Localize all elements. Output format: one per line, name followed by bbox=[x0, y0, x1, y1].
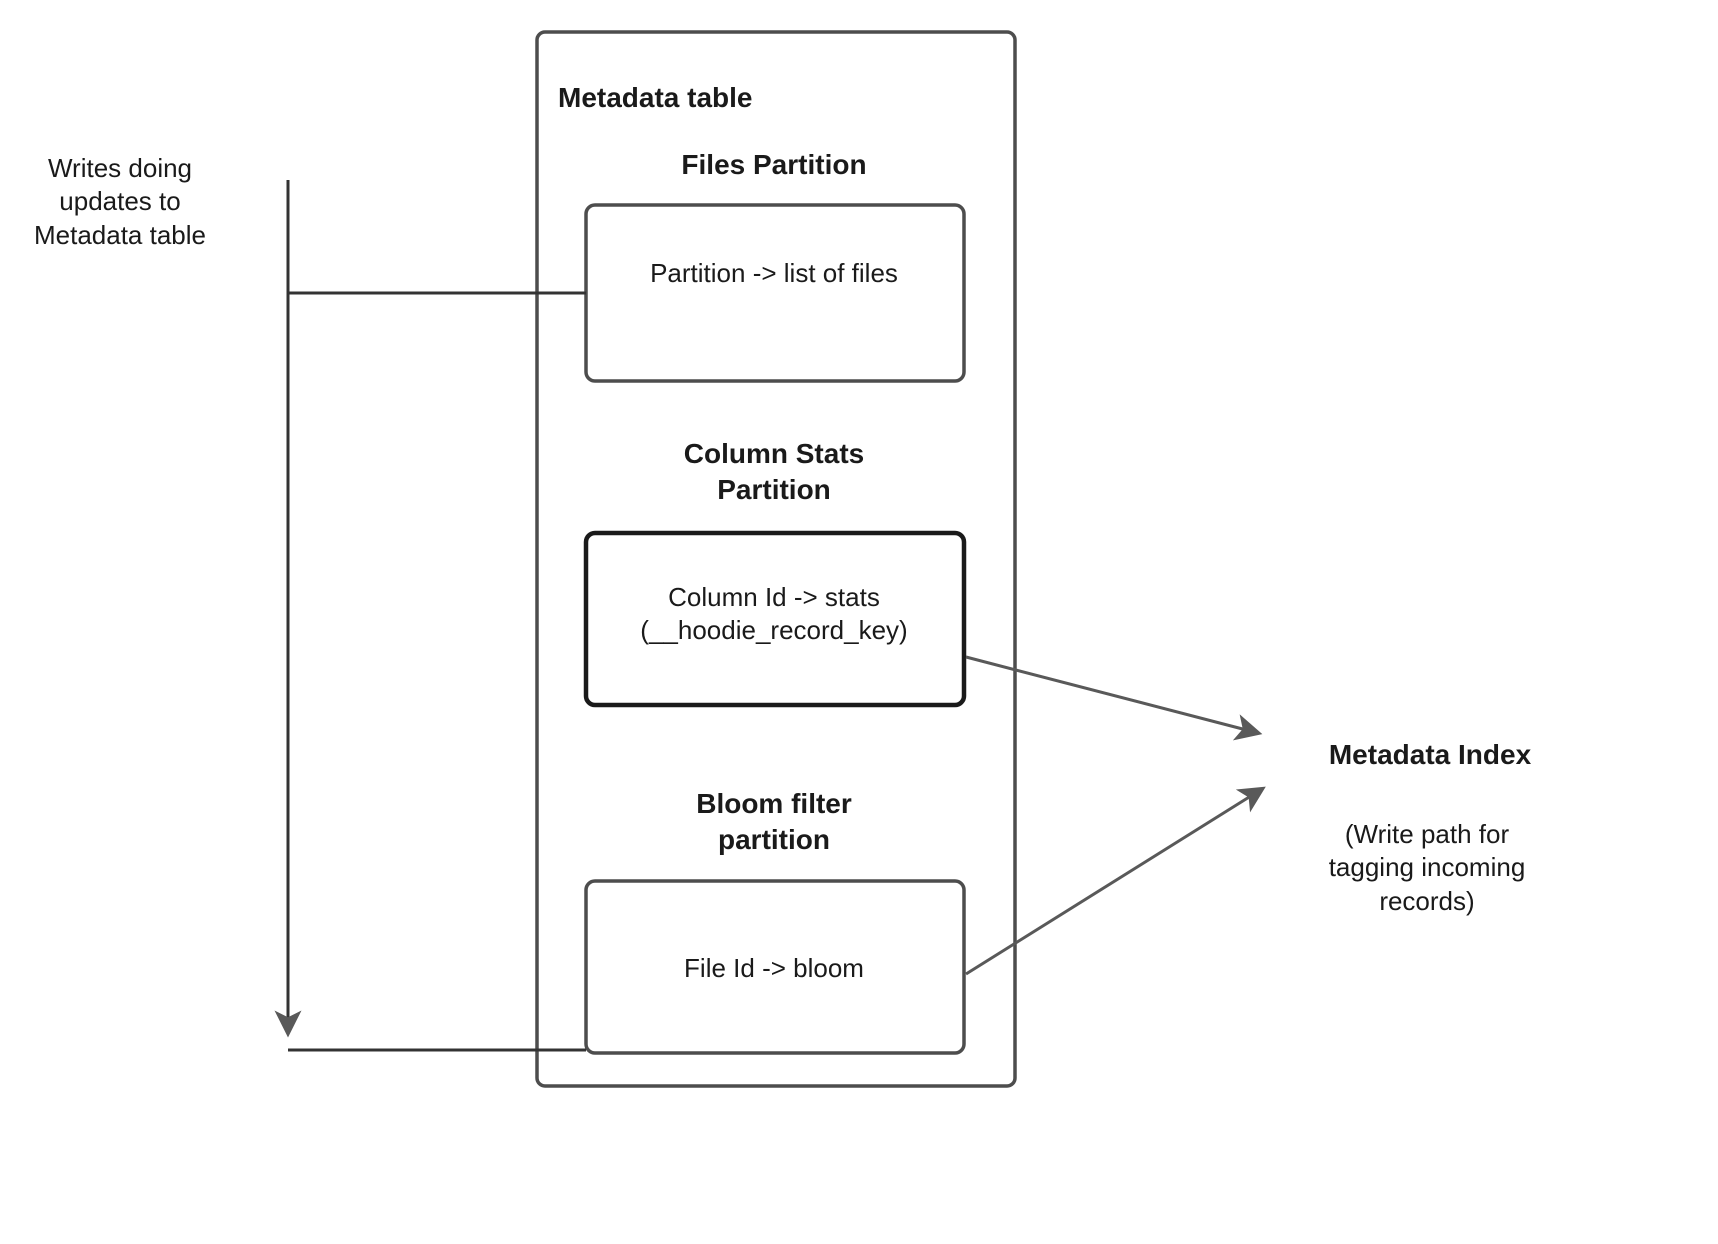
arrow-colstats-to-index bbox=[965, 655, 1263, 741]
metadata-table-container bbox=[535, 30, 1017, 1088]
column-stats-partition-heading: Column Stats Partition bbox=[683, 438, 865, 505]
column-stats-partition-box-label: Column Id -> stats (__hoodie_record_key) bbox=[640, 582, 908, 646]
bloom-filter-partition-box-label: File Id -> bloom bbox=[684, 953, 864, 983]
writes-updates-note: Writes doing updates to Metadata table bbox=[33, 153, 206, 250]
files-partition-box bbox=[584, 203, 966, 383]
bloom-filter-partition-heading: Bloom filter partition bbox=[696, 788, 852, 855]
metadata-index-note: (Write path for tagging incoming records… bbox=[1328, 819, 1526, 916]
metadata-table-title: Metadata table bbox=[558, 82, 753, 113]
arrow-bloom-to-index bbox=[965, 786, 1266, 976]
files-partition-heading: Files Partition bbox=[681, 149, 867, 180]
metadata-index-title: Metadata Index bbox=[1328, 739, 1532, 770]
bloom-filter-partition-box bbox=[584, 879, 966, 1055]
files-partition-box-label: Partition -> list of files bbox=[650, 258, 898, 288]
column-stats-partition-box bbox=[583, 530, 967, 708]
